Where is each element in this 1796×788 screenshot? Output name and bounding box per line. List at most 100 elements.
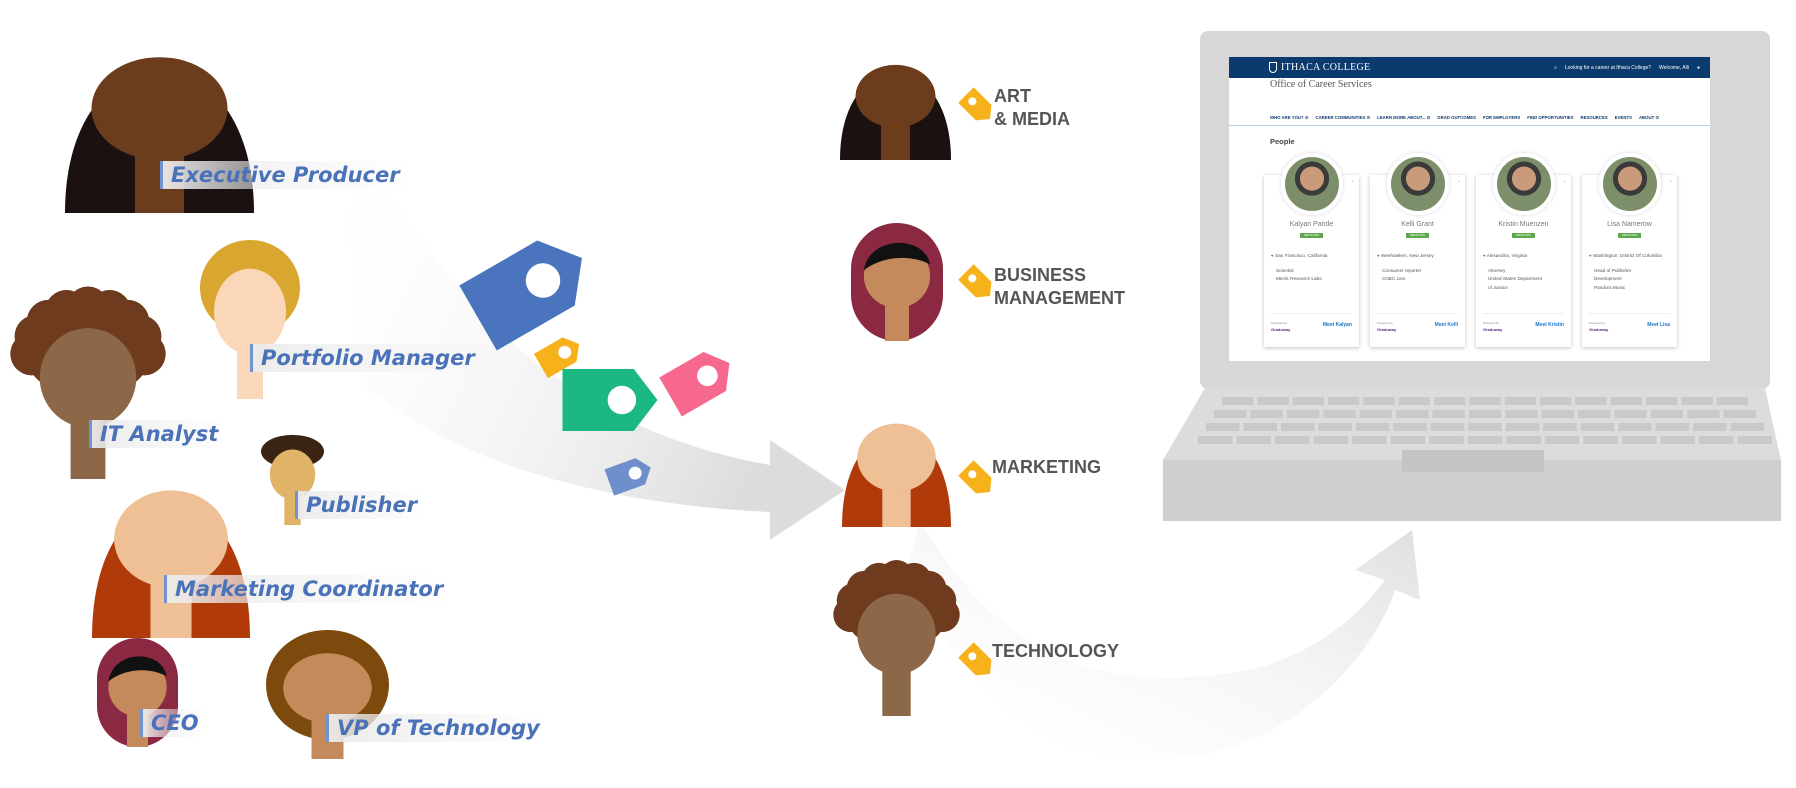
key <box>1505 423 1540 431</box>
category-label: MARKETING <box>992 457 1101 477</box>
tag-pink <box>659 352 730 417</box>
person-marketing-coordinator <box>92 490 250 638</box>
website-screen: ITHACA COLLEGE ⌕ Looking for a career at… <box>1229 57 1710 361</box>
category-person <box>840 64 951 160</box>
key <box>1544 436 1580 444</box>
key <box>1583 436 1618 444</box>
welcome-text[interactable]: Welcome, Alli <box>1659 64 1689 71</box>
role-label: CEO <box>140 709 207 737</box>
key <box>1393 423 1427 431</box>
meet-mentor-link[interactable]: Meet Kelli <box>1434 322 1458 328</box>
arrow-to-categories <box>340 110 845 540</box>
trackpad <box>1402 450 1544 472</box>
arrow-to-website <box>910 520 1420 760</box>
mentor-job: Consumer reporter CNBC.com <box>1382 268 1422 282</box>
key <box>1396 410 1429 418</box>
key <box>1243 423 1277 431</box>
key <box>1359 410 1392 418</box>
nav-item[interactable]: CAREER COMMUNITIES ⊙ <box>1315 115 1371 120</box>
key <box>1610 397 1642 405</box>
chevron-down-icon[interactable]: ⌄ <box>1562 178 1567 184</box>
mentor-card: ⌄ Kalyan Pande MENTORS ⌖ San Francisco, … <box>1264 153 1359 347</box>
mentor-name: Lisa Namerow <box>1607 221 1652 228</box>
nav-item[interactable]: WHO ARE YOU? ⊙ <box>1270 115 1309 120</box>
key <box>1469 397 1501 405</box>
main-nav: WHO ARE YOU? ⊙ CAREER COMMUNITIES ⊙ LEARN … <box>1270 115 1659 121</box>
category-tag-icon <box>958 460 992 494</box>
key <box>1543 423 1577 431</box>
meet-mentor-link[interactable]: Meet Kristin <box>1535 322 1564 328</box>
key <box>1618 423 1652 431</box>
nav-item[interactable]: ABOUT ⊙ <box>1638 115 1660 120</box>
key <box>1363 397 1395 405</box>
chevron-down-icon[interactable]: ⌄ <box>1456 178 1461 184</box>
key <box>1352 436 1387 444</box>
nav-divider <box>1229 125 1710 126</box>
mentor-name: Kelli Grant <box>1401 221 1434 228</box>
location-text: Washington, District Of Columbia <box>1592 253 1662 258</box>
category-person <box>851 223 943 341</box>
keyboard <box>1198 397 1772 444</box>
mentor-card: ⌄ Kelli Grant MENTORS ⌖ Weehawken, New J… <box>1370 153 1465 347</box>
key <box>1687 410 1720 418</box>
key <box>1250 410 1283 418</box>
key <box>1505 410 1538 418</box>
search-icon[interactable]: ⌕ <box>1554 64 1557 71</box>
key <box>1468 410 1502 418</box>
key <box>1621 436 1657 444</box>
key <box>1541 410 1574 418</box>
key <box>1698 436 1734 444</box>
key <box>1198 436 1233 444</box>
nav-item[interactable]: FIND OPPORTUNITIES <box>1527 115 1574 120</box>
key <box>1540 397 1572 405</box>
key <box>1467 436 1503 444</box>
key <box>1730 423 1764 431</box>
nav-item[interactable]: LEARN MORE ABOUT... ⊙ <box>1377 115 1431 120</box>
key <box>1292 397 1324 405</box>
mentor-location: ⌖ Weehawken, New Jersey <box>1377 252 1460 260</box>
category-person <box>833 559 960 716</box>
key <box>1646 397 1678 405</box>
nav-item[interactable]: GRAD OUTCOMES <box>1437 115 1476 120</box>
person-portfolio-manager <box>200 240 300 399</box>
section-title: People <box>1270 137 1295 146</box>
key <box>1434 397 1466 405</box>
key <box>1430 423 1465 431</box>
powered-by: Powered by <box>1483 321 1499 325</box>
mentor-badge: MENTORS <box>1512 233 1535 238</box>
category-tag-icon <box>958 87 992 121</box>
role-label: VP of Technology <box>326 714 548 742</box>
key <box>1280 423 1315 431</box>
person-vp-of-technology <box>266 630 389 759</box>
key <box>1660 436 1695 444</box>
key <box>1723 410 1756 418</box>
key <box>1429 436 1464 444</box>
meet-mentor-link[interactable]: Meet Lisa <box>1647 322 1670 328</box>
chevron-down-icon[interactable]: ⌄ <box>1350 178 1355 184</box>
chevron-down-icon[interactable]: ⌄ <box>1668 178 1673 184</box>
nav-item[interactable]: RESOURCES <box>1580 115 1608 120</box>
nav-item[interactable]: EVENTS <box>1614 115 1632 120</box>
key <box>1614 410 1647 418</box>
mentor-badge: MENTORS <box>1300 233 1323 238</box>
meet-mentor-link[interactable]: Meet Kalyan <box>1322 322 1352 328</box>
key <box>1214 410 1247 418</box>
site-logo[interactable]: ITHACA COLLEGE <box>1269 62 1370 73</box>
graduway-logo: Graduway <box>1483 327 1503 332</box>
user-icon[interactable]: ● <box>1696 64 1700 71</box>
career-link[interactable]: Looking for a career at Ithaca College? <box>1564 64 1652 71</box>
mentor-job: Attorney United States Department of Jus… <box>1488 268 1542 290</box>
key <box>1275 436 1310 444</box>
key <box>1737 436 1772 444</box>
key <box>1681 397 1713 405</box>
mentor-location: ⌖ Alexandria, Virginia <box>1483 252 1566 260</box>
key <box>1650 410 1684 418</box>
category-label: ART & MEDIA <box>994 86 1070 129</box>
nav-item[interactable]: FOR EMPLOYERS <box>1482 115 1521 120</box>
key <box>1716 397 1748 405</box>
key <box>1432 410 1465 418</box>
location-text: Weehawken, New Jersey <box>1380 253 1434 258</box>
